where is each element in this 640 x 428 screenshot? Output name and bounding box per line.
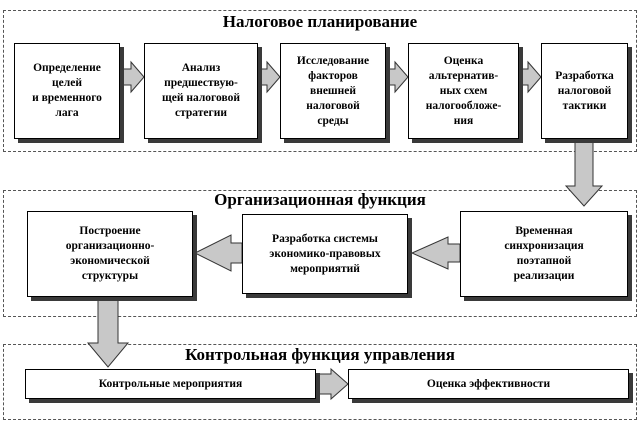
organization-title: Организационная функция <box>214 190 426 209</box>
planning-title: Налоговое планирование <box>222 12 418 31</box>
control-measures-box: Контрольные мероприятия <box>25 369 316 399</box>
step-goals-box: Определение целей и временного лага <box>14 43 120 139</box>
step-environment-research-box: Исследование факторов внешней налоговой … <box>280 43 386 139</box>
control-section <box>3 344 637 420</box>
step-legal-measures-box: Разработка системы экономико-правовых ме… <box>242 214 408 294</box>
step-synchronization-box: Временная синхронизация поэтапной реализ… <box>460 211 628 297</box>
organization-section <box>3 190 637 317</box>
planning-section <box>3 10 637 152</box>
step-alternatives-box: Оценка альтернатив- ных схем налогооблож… <box>408 43 519 139</box>
step-org-structure-box: Построение организационно- экономической… <box>27 211 193 297</box>
step-tactics-box: Разработка налоговой тактики <box>541 43 628 139</box>
step-strategy-analysis-box: Анализ предшествую- щей налоговой страте… <box>144 43 258 139</box>
control-title: Контрольная функция управления <box>185 345 455 364</box>
efficiency-evaluation-box: Оценка эффективности <box>348 369 629 399</box>
